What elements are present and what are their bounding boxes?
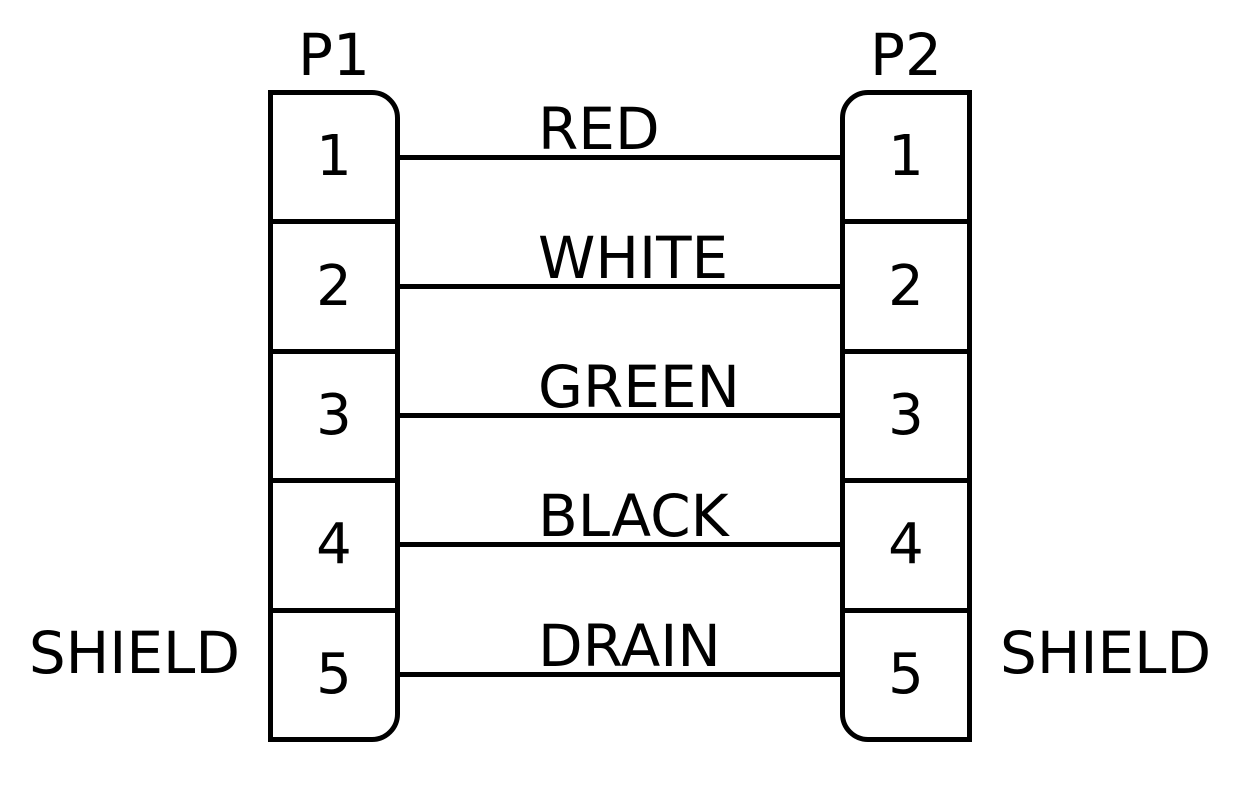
connector-p1-title: P1 xyxy=(298,21,370,89)
p2-pin-number-2: 2 xyxy=(888,253,924,319)
connector-p2-title: P2 xyxy=(870,21,942,89)
connector-p1-box: 1 2 3 4 5 xyxy=(268,90,400,742)
p1-pin-number-1: 1 xyxy=(316,124,352,190)
p2-pin-cell-5: 5 xyxy=(845,613,967,737)
p1-pin-number-5: 5 xyxy=(316,641,352,707)
p1-pin-cell-4: 4 xyxy=(273,483,395,613)
p1-pin-cell-5: 5 xyxy=(273,613,395,737)
p2-pin-cell-2: 2 xyxy=(845,224,967,354)
p2-pin-number-3: 3 xyxy=(888,383,924,449)
p2-pin-cell-3: 3 xyxy=(845,354,967,484)
p1-pin-cell-1: 1 xyxy=(273,95,395,225)
p2-pin-number-1: 1 xyxy=(888,124,924,190)
p1-pin-cell-3: 3 xyxy=(273,354,395,484)
shield-label-right: SHIELD xyxy=(1000,619,1212,687)
wire-label-black: BLACK xyxy=(538,482,729,550)
p1-pin-number-4: 4 xyxy=(316,512,352,578)
p1-pin-cell-2: 2 xyxy=(273,224,395,354)
p2-pin-cell-4: 4 xyxy=(845,483,967,613)
wire-label-white: WHITE xyxy=(538,224,729,292)
wire-line-green xyxy=(400,413,840,418)
wire-label-red: RED xyxy=(538,95,660,163)
wire-line-black xyxy=(400,542,840,547)
p2-pin-cell-1: 1 xyxy=(845,95,967,225)
wire-line-red xyxy=(400,155,840,160)
p2-pin-number-4: 4 xyxy=(888,512,924,578)
connector-p2-box: 1 2 3 4 5 xyxy=(840,90,972,742)
wire-line-drain xyxy=(400,672,840,677)
wire-label-green: GREEN xyxy=(538,353,740,421)
p2-pin-number-5: 5 xyxy=(888,641,924,707)
p1-pin-number-2: 2 xyxy=(316,253,352,319)
wire-label-drain: DRAIN xyxy=(538,612,721,680)
p1-pin-number-3: 3 xyxy=(316,383,352,449)
wire-line-white xyxy=(400,284,840,289)
shield-label-left: SHIELD xyxy=(28,619,240,687)
